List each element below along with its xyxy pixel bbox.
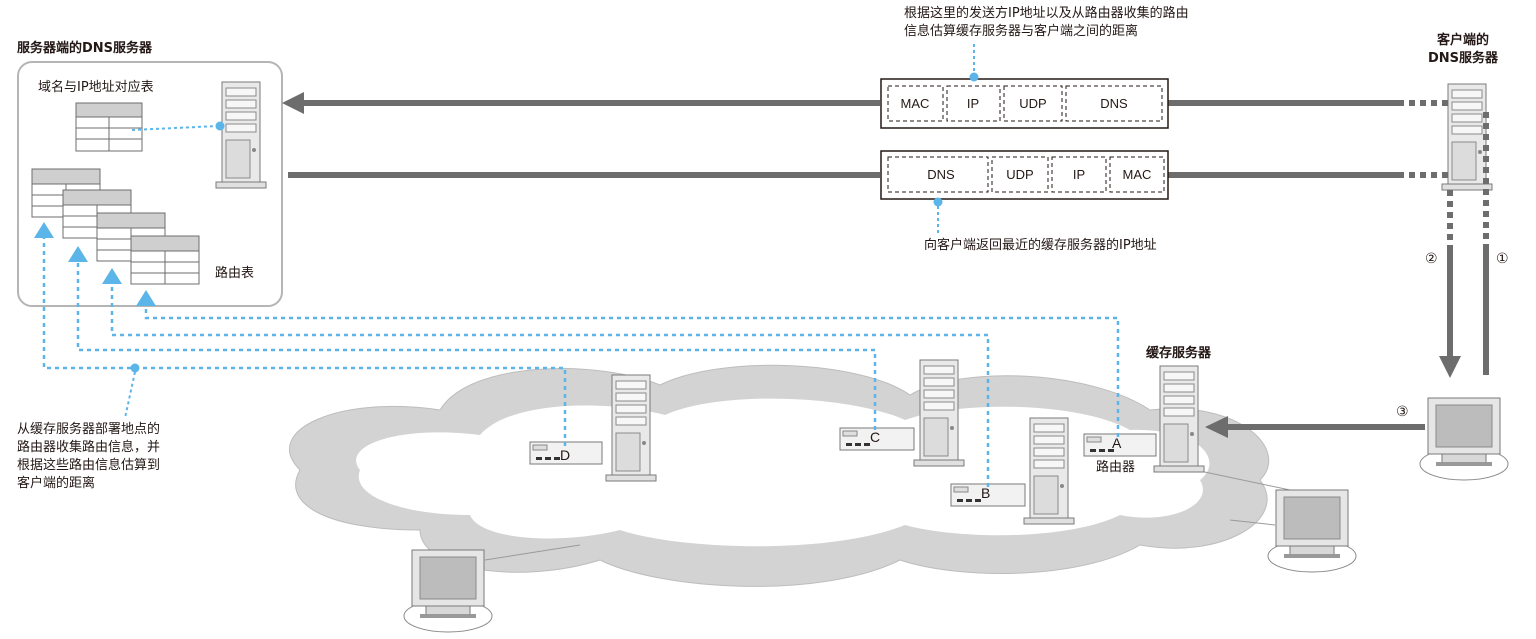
cache-server-title: 缓存服务器 bbox=[1146, 346, 1212, 361]
route-table-4 bbox=[130, 235, 200, 285]
cache-server-icon bbox=[1153, 365, 1205, 473]
link-line bbox=[484, 544, 581, 561]
step-2-label: ② bbox=[1425, 251, 1438, 267]
step3-arrowhead bbox=[1205, 416, 1228, 438]
cache-server-icon bbox=[1023, 417, 1075, 525]
left-note-line4: 客户端的距离 bbox=[17, 476, 96, 491]
router-label-c: C bbox=[870, 429, 880, 445]
auth-dns-title: 服务器端的DNS服务器 bbox=[17, 41, 153, 56]
top-note-line2: 信息估算缓存服务器与客户端之间的距离 bbox=[904, 24, 1139, 39]
link-line bbox=[1229, 519, 1276, 526]
left-note-line1: 从缓存服务器部署地点的 bbox=[17, 422, 161, 437]
left-note-line2: 路由器收集路由信息，并 bbox=[17, 440, 161, 455]
packet-cell: UDP bbox=[1019, 96, 1046, 111]
router-label: 路由器 bbox=[1096, 460, 1136, 475]
router-d bbox=[529, 441, 603, 465]
packet-cell: DNS bbox=[1100, 96, 1128, 111]
response-packet: DNS UDP IP MAC bbox=[880, 150, 1169, 200]
domain-table-label: 域名与IP地址对应表 bbox=[38, 80, 154, 95]
packet-cell: MAC bbox=[1123, 167, 1152, 182]
client-dns-title-line2: DNS服务器 bbox=[1428, 51, 1499, 66]
packet-cell: IP bbox=[1073, 167, 1085, 182]
dot-marker bbox=[933, 197, 943, 207]
cache-server-icon bbox=[913, 359, 965, 467]
route-arrowheads bbox=[34, 222, 156, 306]
step2-arrowhead bbox=[1439, 356, 1461, 378]
packet-cell: IP bbox=[967, 96, 979, 111]
router-label-a: A bbox=[1112, 435, 1122, 451]
dotted-connector bbox=[131, 125, 219, 131]
top-note-line1: 根据这里的发送方IP地址以及从路由器收集的路由 bbox=[904, 6, 1189, 21]
request-arrowhead bbox=[282, 92, 304, 114]
router-label-b: B bbox=[981, 485, 990, 501]
monitor-icon bbox=[403, 549, 493, 633]
packet-cell: DNS bbox=[927, 167, 955, 182]
step-3-label: ③ bbox=[1396, 404, 1409, 420]
domain-ip-table bbox=[75, 102, 143, 152]
dot-marker bbox=[215, 121, 225, 131]
dot-marker bbox=[969, 72, 979, 82]
router-c bbox=[839, 427, 915, 451]
route-collection-lines bbox=[42, 232, 1120, 487]
request-packet: MAC IP UDP DNS bbox=[880, 78, 1169, 129]
route-table-label: 路由表 bbox=[215, 266, 255, 281]
left-note-line3: 根据这些路由信息估算到 bbox=[17, 458, 161, 473]
auth-dns-server-icon bbox=[215, 81, 267, 189]
cache-server-icon bbox=[605, 374, 657, 482]
client-pc-icon bbox=[1419, 397, 1509, 481]
router-label-d: D bbox=[560, 447, 570, 463]
dot-marker bbox=[130, 363, 140, 373]
network-cloud-inner bbox=[356, 398, 1210, 547]
link-line bbox=[1194, 469, 1291, 491]
router-a bbox=[1083, 433, 1157, 457]
packet-cell: MAC bbox=[901, 96, 930, 111]
monitor-icon bbox=[1267, 489, 1357, 573]
step-1-label: ① bbox=[1496, 251, 1509, 267]
dotted-connector bbox=[124, 371, 136, 419]
packet-cell: UDP bbox=[1006, 167, 1033, 182]
bottom-note: 向客户端返回最近的缓存服务器的IP地址 bbox=[924, 238, 1157, 253]
client-dns-title-line1: 客户端的 bbox=[1437, 33, 1490, 48]
